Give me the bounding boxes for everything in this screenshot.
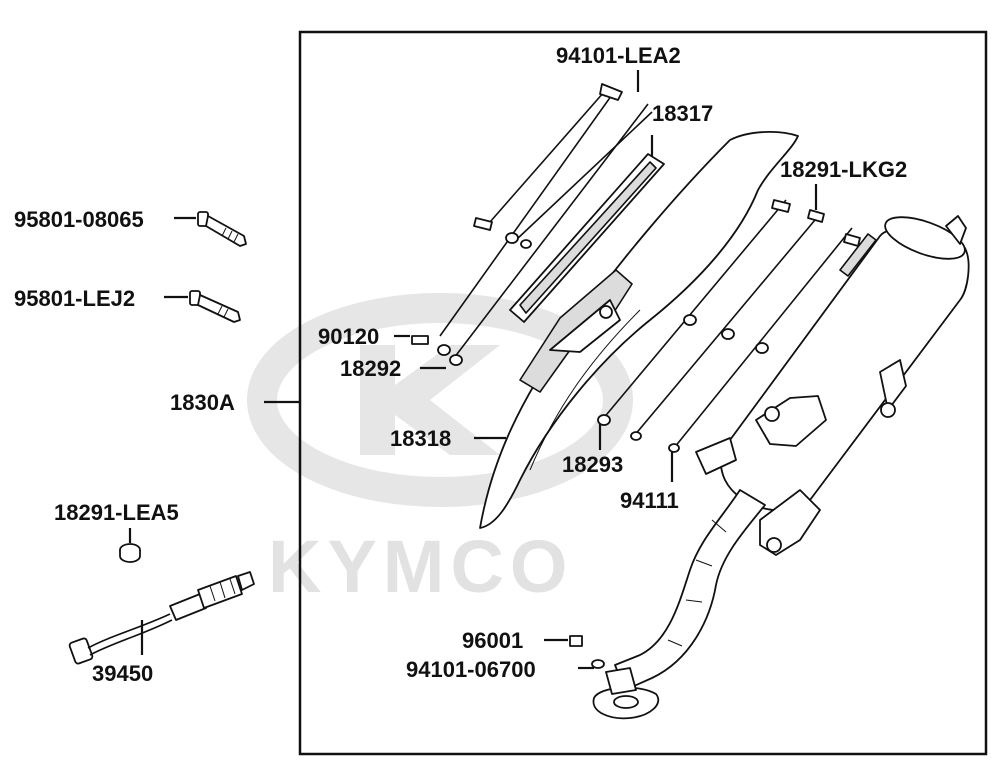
stud-assembly	[411, 83, 653, 366]
assembly-frame	[298, 30, 988, 756]
watermark-brand: KYMCO	[268, 525, 573, 608]
watermark-emblem	[360, 345, 500, 455]
watermark-logo: KYMCO	[247, 293, 633, 608]
label-95801-08065: 95801-08065	[14, 207, 144, 232]
shield-cover-18317	[509, 135, 665, 323]
hardware-94101-06700	[578, 659, 605, 670]
label-18318: 18318	[390, 426, 451, 451]
muffler-body	[695, 215, 970, 556]
bolt-95801-lej2	[164, 290, 241, 323]
label-18292: 18292	[340, 356, 401, 381]
label-1830a: 1830A	[170, 390, 235, 415]
label-18291-lkg2: 18291-LKG2	[780, 157, 907, 182]
gasket-18291-lea5	[119, 528, 141, 563]
label-94101-lea2: 94101-LEA2	[556, 43, 681, 68]
label-18317: 18317	[652, 101, 713, 126]
label-90120: 90120	[318, 324, 379, 349]
stud-assembly-right	[597, 199, 861, 453]
exhaust-pipe	[592, 489, 766, 720]
hardware-96001	[544, 635, 583, 647]
oxygen-sensor-39450	[68, 571, 255, 665]
heat-shield-18318	[474, 131, 799, 529]
label-39450: 39450	[92, 661, 153, 686]
label-18293: 18293	[562, 452, 623, 477]
label-18291-lea5: 18291-LEA5	[54, 500, 179, 525]
label-94101-06700: 94101-06700	[406, 657, 536, 682]
label-96001: 96001	[462, 628, 523, 653]
bolt-95801-08065	[174, 211, 247, 247]
label-94111: 94111	[620, 488, 679, 513]
label-95801-lej2: 95801-LEJ2	[14, 286, 135, 311]
